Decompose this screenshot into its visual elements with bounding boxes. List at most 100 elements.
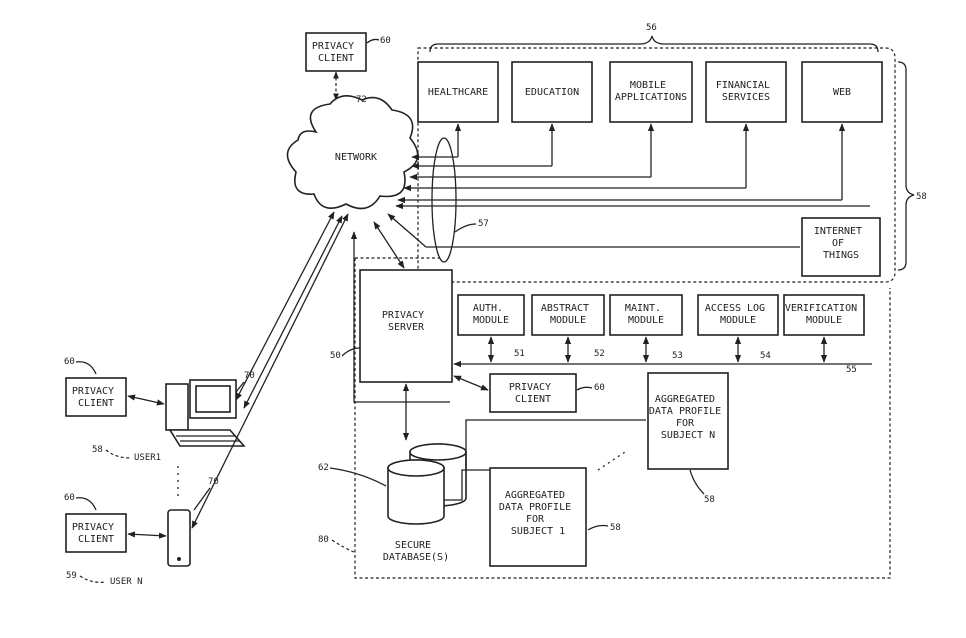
profile-n-line-2: DATA PROFILE [649,406,721,417]
leader-usern [79,575,107,583]
leader-pc-left [75,361,97,375]
verification-module-box[interactable] [783,294,865,336]
privacy-server-line-1: PRIVACY [382,310,424,321]
ref-profile-n: 58 [704,495,715,505]
access-line-1: ACCESS LOG [705,303,765,314]
brace-56 [429,35,879,53]
profile-n-line-4: SUBJECT N [661,430,715,441]
access-log-module-box[interactable] [697,294,779,336]
profile-1-line-1: AGGREGATED [505,490,565,501]
leader-profile-1 [587,524,609,531]
leader-pc-top [366,38,380,44]
ref-pc-top: 60 [380,36,391,46]
auth-module-label: AUTH. MODULE [473,303,509,326]
abstract-module-box[interactable] [531,294,605,336]
financial-services-box[interactable] [705,61,787,123]
mobile-applications-box[interactable] [609,61,693,123]
mobile-applications-line-1: MOBILE [630,80,666,91]
verification-module-label: VERIFICATION MODULE [785,303,863,326]
ref-apps-right: 58 [916,192,927,202]
ref-db: 62 [318,463,329,473]
ref-auth: 51 [514,349,525,359]
secure-database-icon [387,443,467,525]
education-box[interactable] [511,61,593,123]
privacy-server-box[interactable] [359,269,453,383]
profile-n-box[interactable] [647,372,729,470]
auth-line-2: MODULE [473,315,509,326]
leader-user1 [105,449,131,459]
privacy-client-bottom-line-1: PRIVACY [72,522,114,533]
leader-server [341,347,361,357]
link-computer-network-b [243,215,343,409]
web-box[interactable] [801,61,883,123]
system-boundary [354,257,891,579]
ellipsis-dots [597,449,629,471]
usern-label: USER N [110,577,143,587]
network-cloud[interactable] [286,95,419,210]
profile-1-line-3: FOR [526,514,545,525]
auth-module-box[interactable] [457,294,525,336]
bus-group-ellipse [431,137,457,263]
maint-module-box[interactable] [609,294,683,336]
secure-db-line-2: DATABASE(S) [383,552,449,563]
iot-line-3: THINGS [823,250,859,261]
privacy-client-bottom-line-2: CLIENT [78,534,114,545]
db-profile-n-link [465,419,646,470]
privacy-client-top-box[interactable] [305,32,367,72]
maint-line-2: MODULE [628,315,664,326]
application-connectors [387,123,870,248]
maint-module-label: MAINT. MODULE [625,303,667,326]
mobile-applications-label: MOBILE APPLICATIONS [615,80,687,103]
privacy-client-mid-line-2: CLIENT [515,394,551,405]
ref-pc-bottom: 60 [64,493,75,503]
leader-pc-mid [576,386,593,391]
leader-db [329,467,387,487]
ref-network: 72 [356,95,367,105]
access-log-module-label: ACCESS LOG MODULE [705,303,771,326]
internet-of-things-box[interactable] [801,217,881,277]
arrow-server-pc-mid [453,375,489,391]
abstract-line-2: MODULE [550,315,586,326]
profile-n-line-1: AGGREGATED [655,394,715,405]
privacy-client-left-label: PRIVACY CLIENT [72,386,120,409]
privacy-client-top-line-2: CLIENT [318,53,354,64]
privacy-client-mid-box[interactable] [489,373,577,413]
arrow-pc-bottom-phone [127,531,167,539]
server-network-loop [350,231,450,403]
privacy-client-left-line-2: CLIENT [78,398,114,409]
auth-line-1: AUTH. [473,303,503,314]
financial-services-line-1: FINANCIAL [716,80,770,91]
profile-1-box[interactable] [489,467,587,567]
education-label: EDUCATION [525,87,579,98]
ref-usern: 59 [66,571,77,581]
leader-pc-bottom [75,497,97,511]
abstract-module-label: ABSTRACT MODULE [541,303,595,326]
financial-services-line-2: SERVICES [722,92,770,103]
db-profile-1-link [444,469,490,501]
ref-server: 50 [330,351,341,361]
leader-system [331,539,355,553]
leader-bus [454,223,477,233]
module-bus [453,336,872,368]
computer-icon[interactable] [165,379,246,447]
phone-icon[interactable] [167,509,191,567]
privacy-server-label: PRIVACY SERVER [382,310,430,333]
access-line-2: MODULE [720,315,756,326]
healthcare-label: HEALTHCARE [428,87,488,98]
privacy-client-left-box[interactable] [65,377,127,417]
privacy-client-top-label: PRIVACY CLIENT [312,41,360,64]
ref-pc-mid: 60 [594,383,605,393]
arrow-pc-left-computer [127,394,165,406]
user1-label: USER1 [134,453,161,463]
healthcare-box[interactable] [417,61,499,123]
ref-bus: 57 [478,219,489,229]
brace-58 [897,61,915,271]
iot-line-1: INTERNET [814,226,862,237]
profile-n-label: AGGREGATED DATA PROFILE FOR SUBJECT N [649,394,727,441]
ref-system: 80 [318,535,329,545]
privacy-client-bottom-box[interactable] [65,513,127,553]
ref-computer: 70 [244,371,255,381]
applications-group-boundary [417,47,896,283]
abstract-line-1: ABSTRACT [541,303,589,314]
